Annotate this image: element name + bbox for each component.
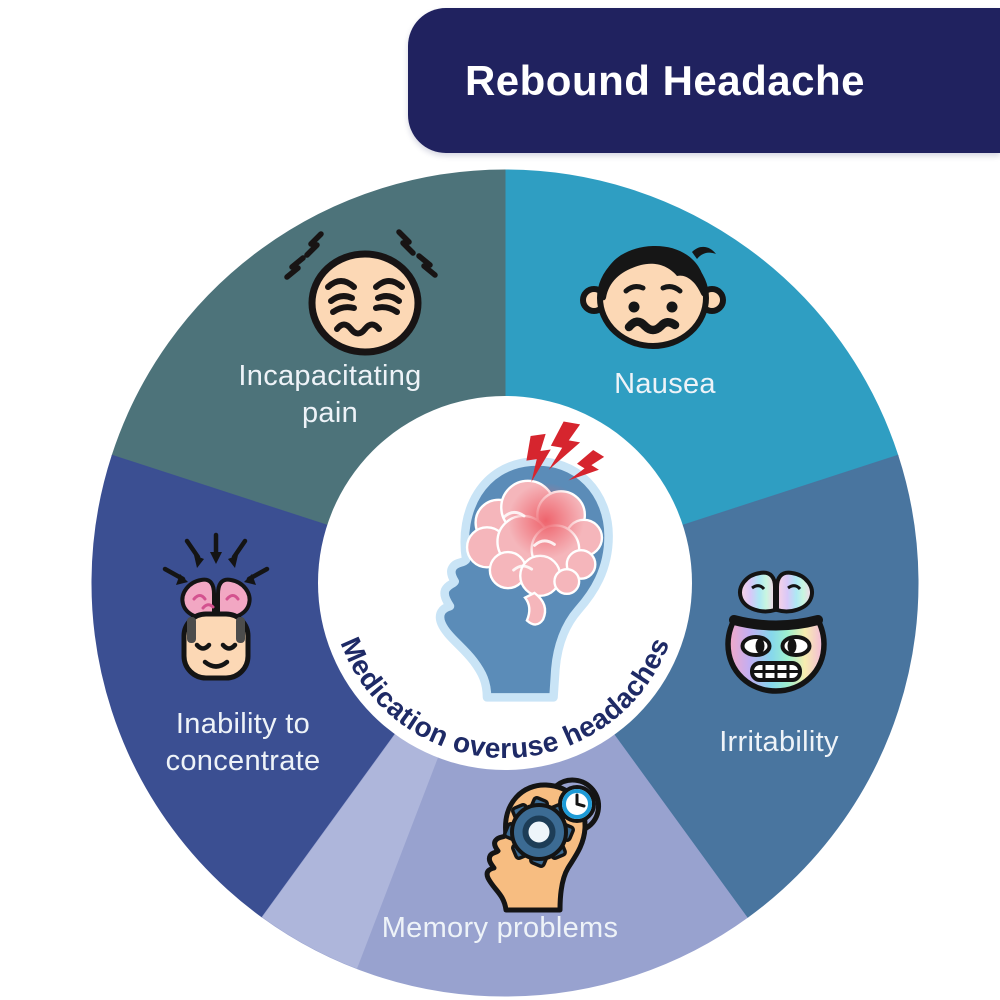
skull-rim <box>729 615 823 631</box>
label-inability-to-concentrate: Inability to concentrate <box>165 708 321 777</box>
exposed-brain <box>738 570 814 614</box>
title-banner: Rebound Headache <box>408 8 1000 153</box>
label-incapacitating-pain: Incapacitating pain <box>238 360 422 429</box>
hair <box>601 245 716 301</box>
irritated-brain-face-icon <box>725 570 827 694</box>
pain-face-icon <box>284 229 438 356</box>
nausea-face-icon <box>580 245 726 349</box>
lightning-bolts-icon <box>526 421 605 482</box>
face <box>181 611 251 681</box>
gear <box>503 796 575 868</box>
brain-folds <box>502 510 556 572</box>
label-memory-problems: Memory problems <box>381 912 619 944</box>
concentration-head-icon <box>162 532 270 681</box>
pain-glow <box>507 482 584 559</box>
stress-marks <box>284 229 438 280</box>
label-irritability: Irritability <box>719 726 839 758</box>
label-nausea: Nausea <box>614 368 716 400</box>
clock <box>558 785 596 823</box>
head-brain-illustration <box>435 421 613 702</box>
gritted-teeth <box>750 661 802 682</box>
arrow-heads <box>176 552 256 585</box>
page-title: Rebound Headache <box>464 56 866 104</box>
memory-gear-head-icon <box>484 777 602 913</box>
